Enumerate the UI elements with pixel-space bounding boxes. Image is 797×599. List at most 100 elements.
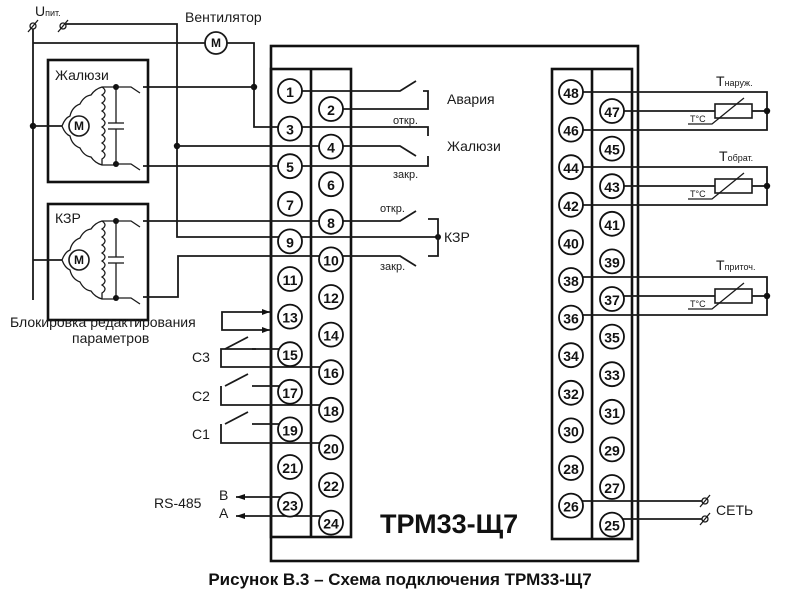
blinds-close-label: закр. [393,169,418,181]
terminal-number: 33 [604,367,620,383]
terminal-44: 44 [558,154,584,181]
terminal-number: 12 [323,290,339,306]
valve-actuator-box [46,202,150,322]
terminal-number: 24 [323,516,339,532]
terminal-number: 28 [563,461,579,477]
terminal-34: 34 [558,342,584,369]
terminal-25: 25 [599,511,625,538]
terminal-31: 31 [599,398,625,425]
terminal-number: 31 [604,405,620,421]
wire-power-to-terminal-9 [66,23,282,238]
terminal-number: 20 [323,440,339,456]
terminal-number: 18 [323,403,339,419]
terminal-7: 7 [277,190,303,217]
terminal-number: 44 [563,160,579,176]
terminal-27: 27 [599,474,625,500]
svg-text:T°C: T°C [690,189,706,199]
terminal-number: 26 [563,499,579,515]
terminal-number: 35 [604,330,620,346]
terminal-number: 3 [286,122,294,138]
rs485-b-label: B [219,487,228,503]
rs485-a-label: A [219,505,229,521]
svg-text:T°C: T°C [690,299,706,309]
terminal-number: 13 [282,310,298,326]
mains-label: СЕТЬ [716,502,753,518]
terminal-30: 30 [558,417,584,444]
terminal-number: 46 [563,123,579,139]
terminal-48: 48 [558,79,584,105]
terminal-number: 45 [604,142,620,158]
terminal-23: 23 [277,491,303,518]
valve-output-label: КЗР [444,229,470,245]
terminal-number: 41 [604,217,620,233]
terminal-number: 47 [604,104,620,120]
terminal-number: 4 [327,140,335,156]
device-model-label: ТРМ33-Щ7 [380,509,518,539]
terminal-2: 2 [318,96,344,122]
terminal-number: 16 [323,365,339,381]
terminal-number: 1 [286,84,294,100]
fan-label: Вентилятор [185,9,262,25]
input-c2-label: С2 [192,388,210,404]
terminal-4: 4 [318,133,344,160]
svg-text:Tобрат.: Tобрат. [719,148,753,164]
valve-motor-icon [68,249,90,271]
terminal-number: 22 [323,478,339,494]
terminal-39: 39 [599,248,625,275]
terminal-20: 20 [318,434,344,461]
terminal-47: 47 [599,98,625,124]
input-c1-label: С1 [192,426,210,442]
valve-actuator-label: КЗР [55,210,81,226]
terminal-number: 25 [604,518,620,534]
terminal-18: 18 [318,396,344,423]
svg-text:Tнаруж.: Tнаруж. [716,73,753,89]
power-supply-label: Uпит. [35,3,61,19]
svg-text:M: M [74,119,84,133]
terminal-number: 39 [604,254,620,270]
terminal-29: 29 [599,436,625,463]
terminal-15: 15 [277,341,303,368]
terminal-19: 19 [277,416,303,443]
terminal-17: 17 [277,378,303,405]
terminal-12: 12 [318,284,344,310]
terminal-41: 41 [599,210,625,237]
terminal-32: 32 [558,379,584,406]
terminal-28: 28 [558,455,584,481]
terminal-number: 8 [327,215,335,231]
terminal-number: 40 [563,235,579,251]
valve-open-label: откр. [380,203,405,215]
terminal-36: 36 [558,304,584,331]
terminal-14: 14 [318,321,344,348]
lock-label-line1: Блокировка редактирования [10,314,196,330]
alarm-output-label: Авария [447,91,495,107]
rs485-label: RS-485 [154,495,202,511]
mains-terminal-icon [699,494,711,526]
terminal-number: 5 [286,159,294,175]
figure-caption: Рисунок В.3 – Схема подключения ТРМ33-Щ7 [208,570,591,589]
terminal-number: 27 [604,480,620,496]
svg-text:M: M [211,36,221,50]
terminal-26: 26 [558,492,584,519]
blinds-open-label: откр. [393,115,418,127]
terminal-number: 36 [563,311,579,327]
terminal-number: 38 [563,273,579,289]
terminal-number: 9 [286,234,294,250]
terminal-number: 37 [604,292,620,308]
terminal-number: 2 [327,102,335,118]
terminal-10: 10 [318,246,344,273]
terminal-11: 11 [277,266,303,292]
terminal-number: 7 [286,197,294,213]
terminal-9: 9 [277,228,303,255]
terminal-number: 30 [563,423,579,439]
terminal-24: 24 [318,509,344,536]
terminal-42: 42 [558,191,584,218]
terminal-1: 1 [277,78,303,104]
terminal-number: 11 [283,272,298,288]
terminal-21: 21 [277,454,303,480]
terminal-6: 6 [318,171,344,198]
wires: Uпит. Вентилятор M Жалюзи M К [10,3,771,526]
terminal-33: 33 [599,361,625,388]
terminal-number: 34 [563,348,579,364]
terminal-40: 40 [558,229,584,256]
